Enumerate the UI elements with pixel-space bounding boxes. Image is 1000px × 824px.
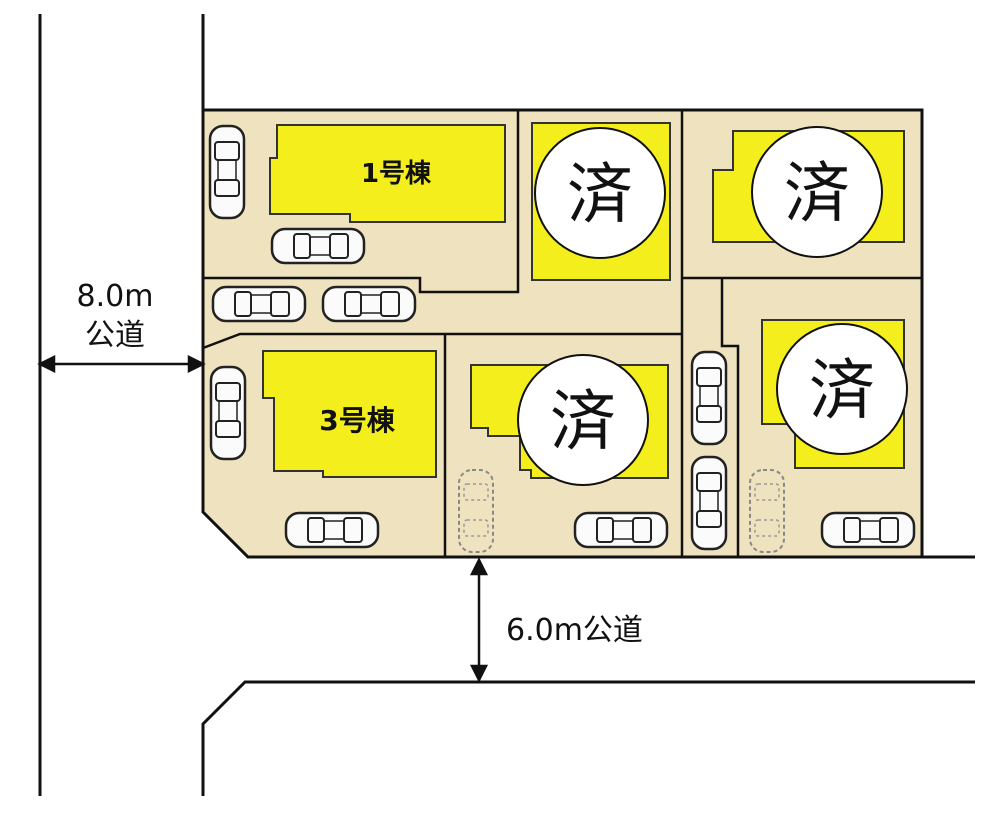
car-icon xyxy=(321,285,417,323)
svg-text:済: 済 xyxy=(567,156,633,233)
car-icon xyxy=(209,365,247,461)
sold-mark-3: 済 xyxy=(517,354,649,486)
car-icon xyxy=(690,455,728,551)
car-icon xyxy=(573,511,669,549)
sold-mark-1: 済 xyxy=(534,127,666,259)
lot-divisions xyxy=(202,110,922,557)
building-1[interactable] xyxy=(269,124,506,223)
building-3[interactable] xyxy=(262,350,437,478)
west-road-type: 公道 xyxy=(85,318,145,353)
west-road-width: 8.0m xyxy=(77,279,154,314)
car-icon xyxy=(270,227,366,265)
car-icon xyxy=(690,350,728,446)
building-1-label: 1号棟 xyxy=(361,159,432,189)
west-road-dimension xyxy=(37,354,206,374)
car-icon xyxy=(820,511,916,549)
sold-mark-2: 済 xyxy=(751,126,883,258)
svg-text:済: 済 xyxy=(550,383,616,460)
south-road-dimension xyxy=(469,557,489,683)
west-road-label-bg xyxy=(62,272,166,352)
car-icon xyxy=(208,124,246,220)
south-road-label: 6.0m公道 xyxy=(506,613,643,648)
svg-text:済: 済 xyxy=(784,155,850,232)
car-icon xyxy=(284,511,380,549)
building-3-label: 3号棟 xyxy=(319,404,395,437)
sold-mark-4: 済 xyxy=(776,323,908,455)
svg-text:済: 済 xyxy=(809,352,875,429)
car-icon xyxy=(211,285,307,323)
